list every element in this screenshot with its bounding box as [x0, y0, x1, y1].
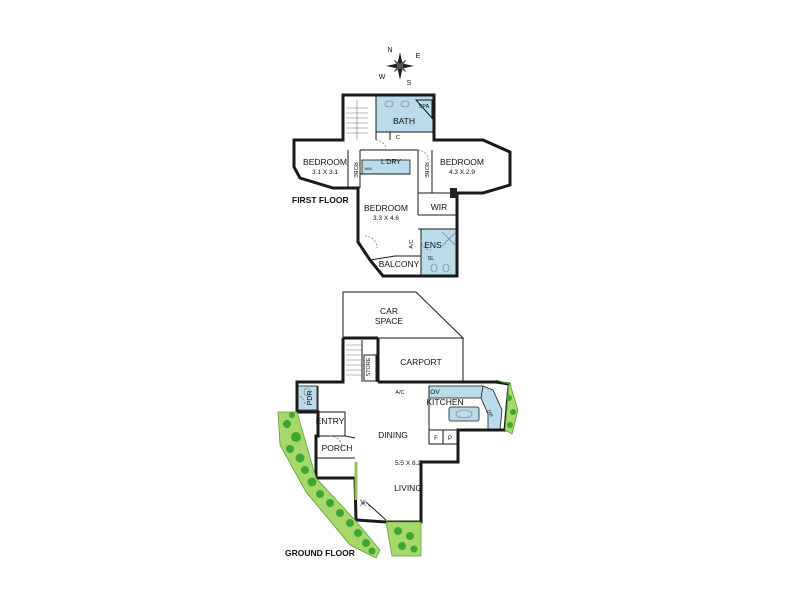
car-space-area: [342, 291, 465, 339]
label-wm: WM: [364, 166, 371, 171]
label-laundry: L'DRY: [381, 159, 401, 166]
store-room: [363, 354, 377, 382]
label-living: LIVING: [394, 483, 422, 493]
label-bedroom-mid-dim: 3.3 X 4.6: [373, 215, 399, 222]
label-car-space-1: CAR: [380, 306, 398, 316]
label-oven: OV: [430, 389, 440, 396]
label-ens: ENS: [424, 240, 442, 250]
garden-left-plants: [283, 412, 376, 555]
label-living-dim: 5.5 X 8.2: [395, 460, 421, 467]
first-floor-title: FIRST FLOOR: [292, 195, 349, 205]
kitchen-island: [448, 406, 480, 422]
label-bedroom-mid: BEDROOM: [364, 203, 408, 213]
label-bedroom-right: BEDROOM: [440, 157, 484, 167]
label-dining: DINING: [378, 430, 408, 440]
label-sl: SL: [428, 256, 435, 262]
garden-right: [495, 379, 519, 435]
label-porch: PORCH: [322, 443, 353, 453]
compass-n: N: [387, 47, 392, 54]
label-ac-ground: A/C: [395, 390, 404, 396]
label-bedroom-left-dim: 3.1 X 3.1: [312, 169, 338, 176]
label-robe-left: ROBE: [352, 162, 358, 178]
kitchen-curved-bench: [480, 385, 503, 431]
bath-room: [375, 95, 435, 133]
staircase-first-floor: [346, 100, 368, 140]
label-bedroom-right-dim: 4.3 X 2.9: [449, 169, 475, 176]
label-carport: CARPORT: [400, 357, 441, 367]
label-bath: BATH: [393, 116, 415, 126]
label-kitchen: KITCHEN: [426, 397, 463, 407]
label-ac-first: A/C: [409, 239, 415, 248]
label-store: STORE: [366, 357, 372, 376]
ground-floor-title: GROUND FLOOR: [285, 548, 355, 558]
label-spa: SPA: [419, 104, 430, 110]
label-robe-right: ROBE: [423, 162, 429, 178]
garden-bottom-plants: [394, 527, 418, 553]
label-fridge: F: [434, 436, 438, 442]
compass-rose: N E W S: [379, 47, 421, 87]
ground-floor-plan: CAR SPACE CARPORT STORE A/C PDR OV KITCH…: [277, 291, 519, 559]
label-dishwasher: DW: [486, 409, 494, 419]
first-floor-plan: BATH SPA C L'DRY WM BEDROOM 3.1 X 3.1 RO…: [292, 93, 512, 278]
label-pdr: PDR: [307, 391, 314, 406]
label-balcony: BALCONY: [379, 259, 420, 269]
label-cupboard: C: [396, 135, 400, 141]
compass-e: E: [416, 53, 421, 60]
label-entry: ENTRY: [316, 416, 345, 426]
label-wir: WIR: [431, 202, 448, 212]
staircase-ground-floor: [346, 340, 363, 382]
compass-w: W: [379, 74, 386, 81]
label-car-space-2: SPACE: [375, 316, 404, 326]
ensuite: [420, 228, 459, 277]
compass-s: S: [407, 80, 412, 87]
label-pantry: P: [448, 436, 452, 442]
garden-right-plants: [506, 395, 516, 428]
garden-left: [277, 411, 381, 559]
label-bedroom-left: BEDROOM: [303, 157, 347, 167]
